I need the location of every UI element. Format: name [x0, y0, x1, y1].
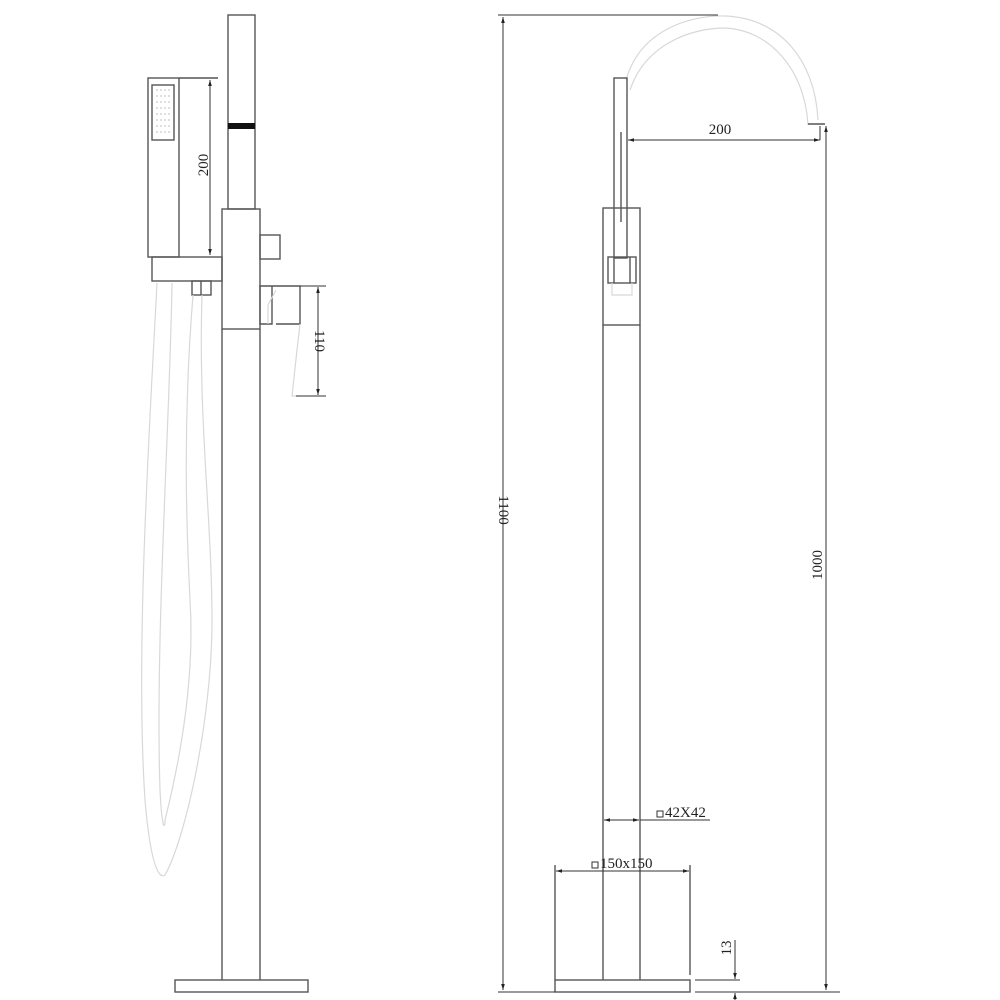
dim-total-height: 1100 [495, 495, 511, 524]
column-band [228, 123, 255, 129]
square-section-icon [656, 810, 664, 818]
square-base-icon [591, 861, 599, 869]
dim-base-plate: 150x150 [600, 856, 653, 872]
upper-column [227, 14, 256, 210]
spout-riser [613, 77, 628, 259]
dim-spout-height: 1000 [810, 550, 826, 580]
shower-nozzles-icon [156, 89, 170, 133]
side-view: 200 110 [141, 14, 327, 993]
hex-nut [607, 256, 637, 284]
mixer-handle [259, 285, 301, 325]
spout-arc-outer [625, 15, 819, 121]
shower-holder [151, 256, 223, 282]
side-base-plate [174, 979, 309, 993]
front-view: 1100 200 1000 42X42 150x150 13 [495, 14, 840, 1000]
dim-handle-height: 110 [311, 330, 327, 352]
front-base-plate [554, 979, 691, 993]
shower-hose [141, 282, 213, 877]
diverter-knob [259, 234, 281, 260]
dim-spout-reach: 200 [709, 122, 732, 138]
handle-lever [267, 289, 301, 397]
dim-base-thickness: 13 [719, 941, 735, 956]
front-valve-body [602, 207, 641, 326]
dim-hand-shower-length: 200 [196, 154, 212, 177]
dim-column-section: 42X42 [665, 805, 706, 821]
valve-body [221, 208, 261, 330]
